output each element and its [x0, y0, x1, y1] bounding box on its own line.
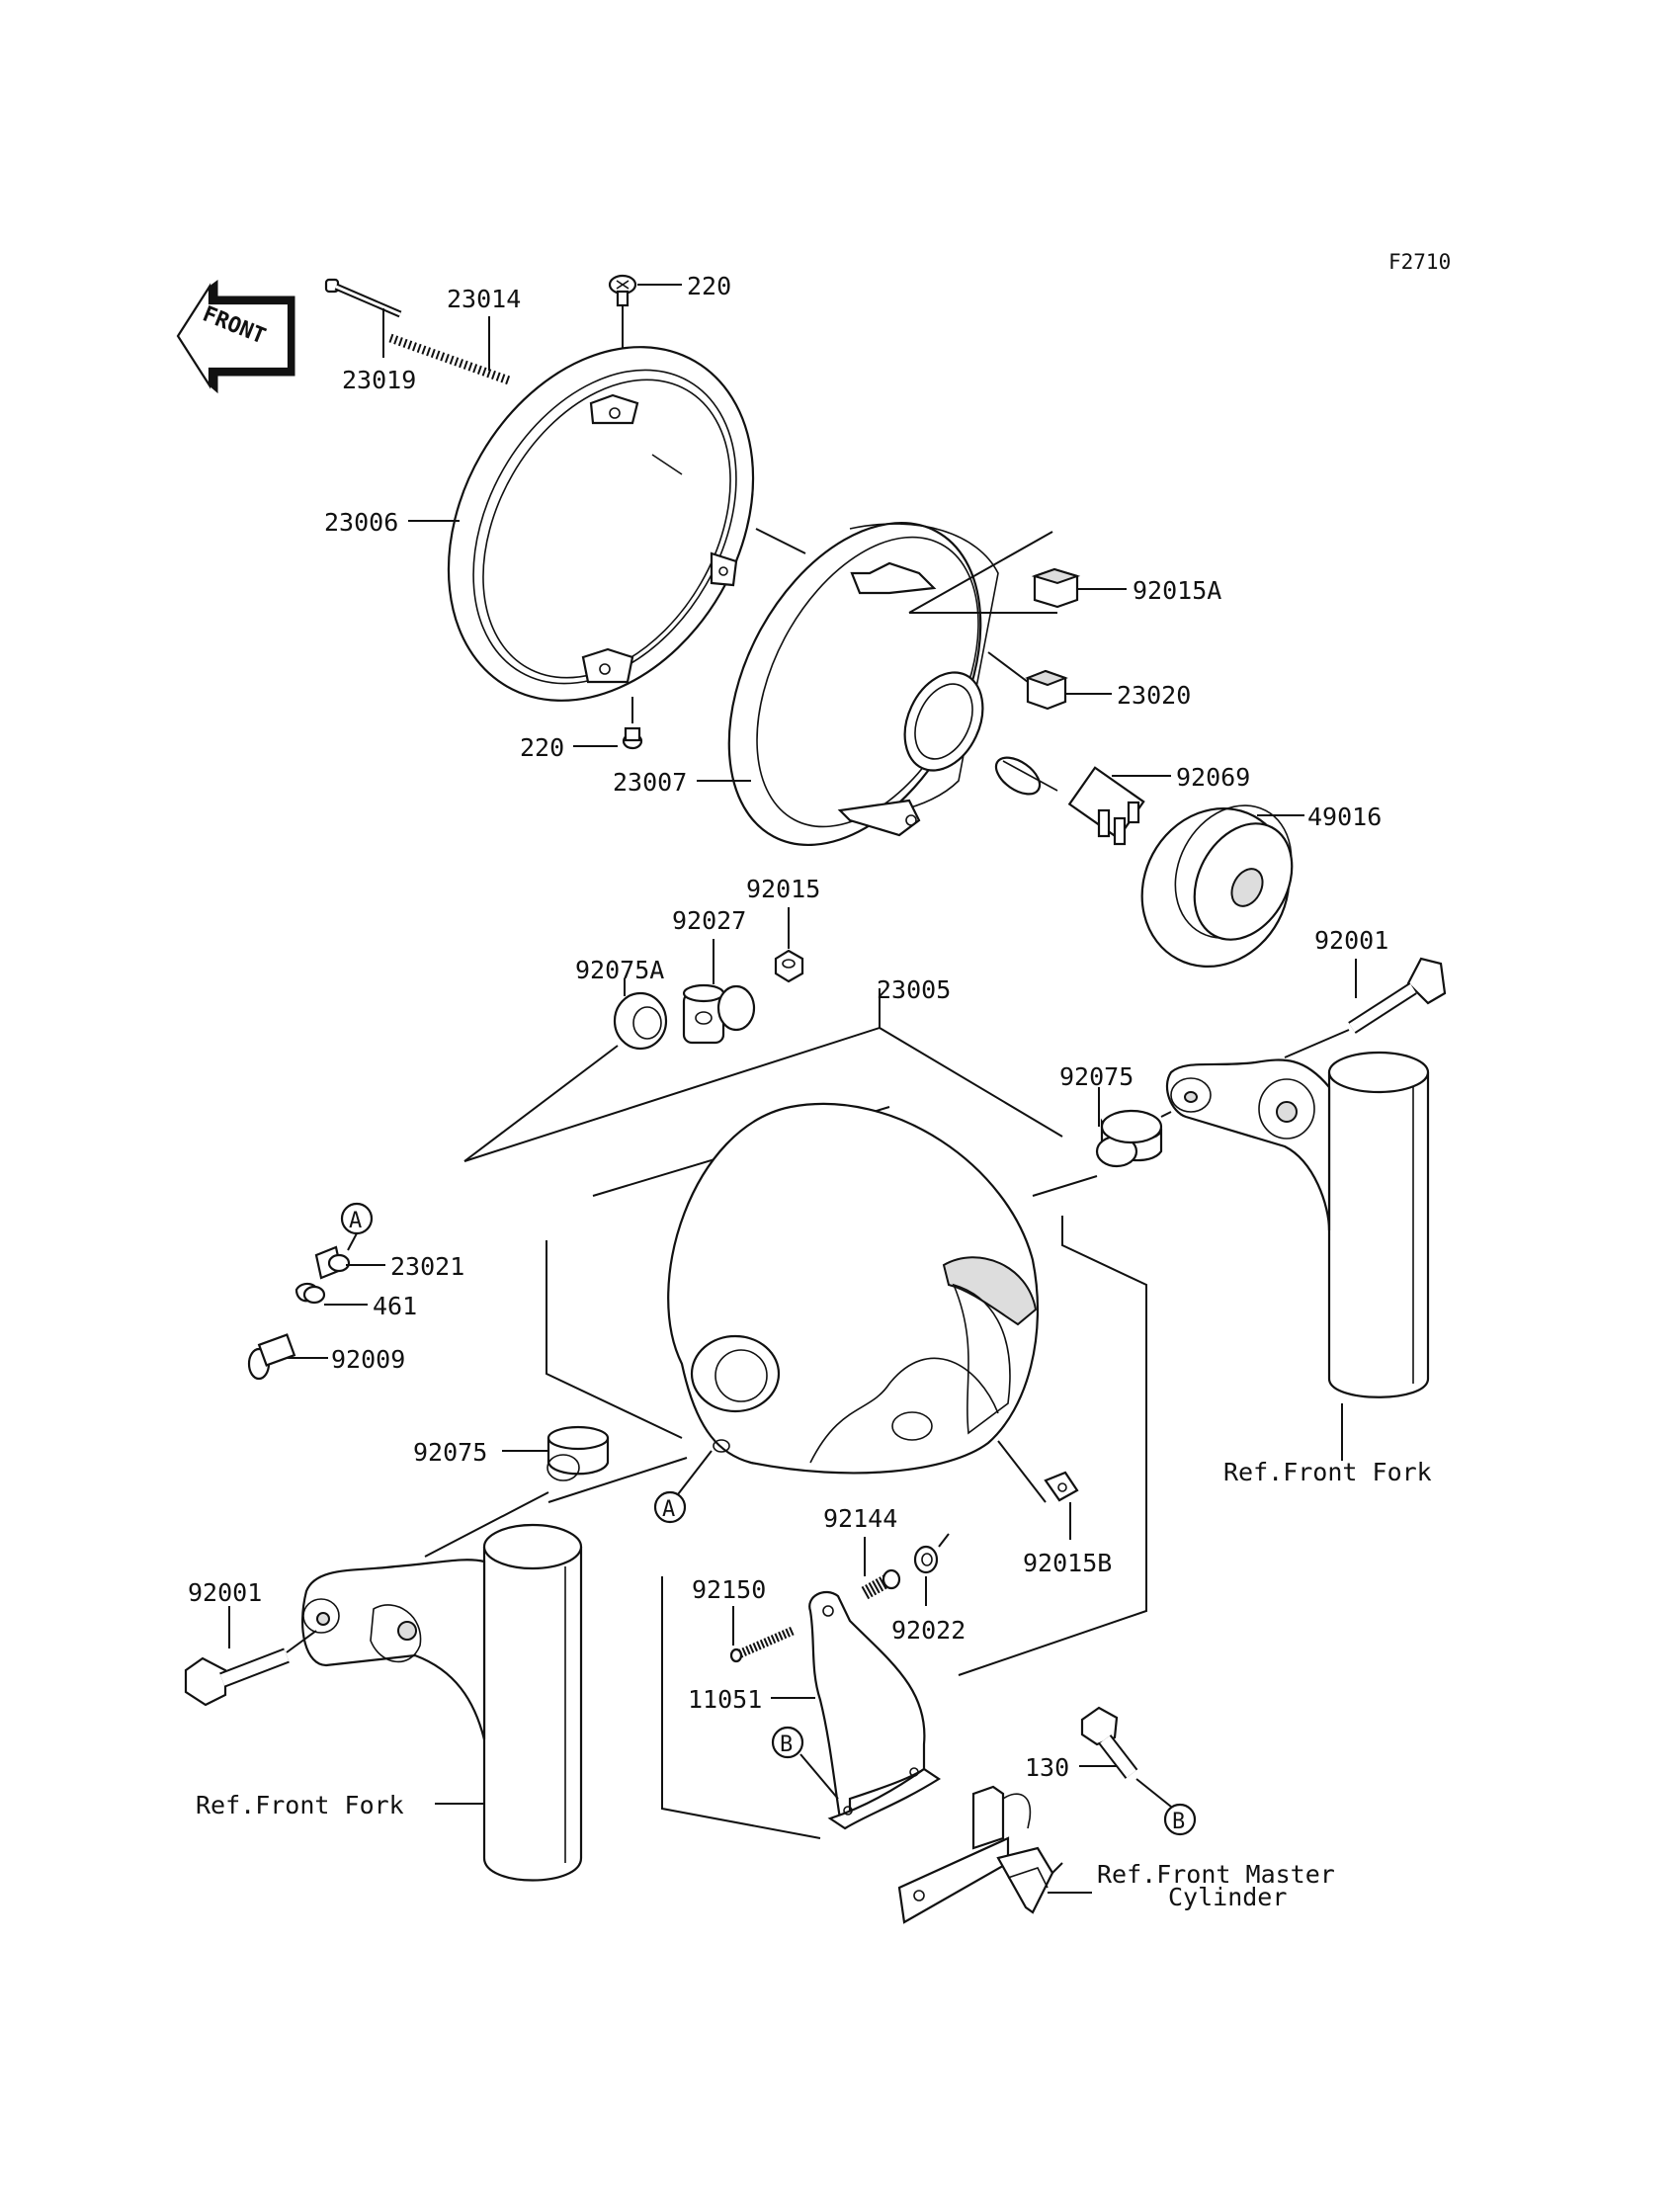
label-92075-right: 92075: [1059, 1062, 1134, 1091]
callout-b-left: B: [771, 1726, 804, 1759]
label-92150: 92150: [692, 1575, 766, 1604]
label-130: 130: [1025, 1753, 1069, 1782]
bolt-92001-right: [1348, 957, 1447, 1034]
label-ref-front-master-line1: Ref.Front Master: [1097, 1860, 1335, 1889]
svg-text:B: B: [780, 1732, 793, 1757]
label-23005: 23005: [877, 975, 951, 1004]
label-220-top: 220: [687, 272, 731, 300]
left-headlight-bracket: [301, 1559, 486, 1740]
bolt-92150: [729, 1626, 795, 1663]
washer-461: [294, 1282, 326, 1305]
screw-92009: [247, 1333, 296, 1381]
label-92069: 92069: [1176, 763, 1250, 792]
label-92075-left: 92075: [413, 1438, 487, 1467]
svg-text:A: A: [349, 1209, 362, 1233]
callout-a-top: A: [340, 1202, 374, 1235]
label-ref-front-master-line2: Cylinder: [1168, 1883, 1287, 1911]
svg-text:A: A: [662, 1497, 675, 1522]
label-ref-front-fork-left: Ref.Front Fork: [196, 1791, 404, 1819]
label-23006: 23006: [324, 508, 398, 537]
bulb-92069: [994, 756, 1145, 846]
spring-23014: [388, 333, 511, 385]
bolt-130: [1080, 1706, 1138, 1779]
label-23007: 23007: [613, 768, 687, 797]
label-92009: 92009: [331, 1345, 405, 1374]
label-ref-front-fork-right: Ref.Front Fork: [1223, 1458, 1432, 1486]
label-461: 461: [373, 1292, 417, 1320]
label-11051: 11051: [688, 1685, 762, 1714]
bolt-23019: [324, 278, 402, 318]
block-23020: [1025, 669, 1068, 711]
rubber-cap-49016: [1140, 804, 1294, 969]
nut-92015: [774, 949, 804, 983]
front-direction-arrow: FRONT: [176, 280, 295, 394]
screw-220-top: [608, 274, 637, 307]
callout-a-bottom: A: [653, 1490, 687, 1524]
stud-92144: [861, 1568, 901, 1600]
label-23020: 23020: [1117, 681, 1191, 710]
screw-220-bottom: [622, 726, 643, 750]
label-23021: 23021: [390, 1252, 464, 1281]
nut-92022: [913, 1545, 939, 1574]
grommet-92075-right: [1095, 1109, 1163, 1168]
collar-92027: [682, 983, 756, 1045]
grommet-92075-left: [546, 1425, 610, 1481]
right-fork-tube: [1327, 1051, 1430, 1398]
nut-92015B: [1044, 1471, 1079, 1502]
nut-92015A: [1031, 567, 1081, 609]
left-fork-tube: [482, 1523, 583, 1882]
label-92144: 92144: [823, 1504, 897, 1533]
reflector-unit-23007: [727, 521, 999, 847]
label-92015B: 92015B: [1023, 1549, 1112, 1577]
nut-23021: [314, 1245, 351, 1280]
bolt-92001-left: [184, 1648, 290, 1707]
label-23014: 23014: [447, 285, 521, 313]
label-92001-right: 92001: [1314, 926, 1388, 955]
label-92027: 92027: [672, 906, 746, 935]
label-220-bottom: 220: [520, 733, 564, 762]
label-92001-left: 92001: [188, 1578, 262, 1607]
master-cylinder-mount: [897, 1785, 1054, 1924]
label-92022: 92022: [891, 1616, 966, 1645]
headlight-housing-23005: [667, 1102, 1040, 1475]
label-92015A: 92015A: [1133, 576, 1221, 605]
figure-code: F2710: [1388, 250, 1451, 274]
grommet-92075A: [613, 991, 668, 1051]
callout-b-right: B: [1163, 1803, 1197, 1836]
label-92015: 92015: [746, 875, 820, 903]
rim-ring-23006: [447, 346, 755, 702]
label-49016: 49016: [1307, 803, 1382, 831]
right-headlight-bracket: [1165, 1058, 1331, 1231]
svg-text:B: B: [1172, 1810, 1185, 1834]
label-92075A: 92075A: [575, 956, 664, 984]
label-23019: 23019: [342, 366, 416, 394]
bracket-11051: [808, 1590, 942, 1830]
